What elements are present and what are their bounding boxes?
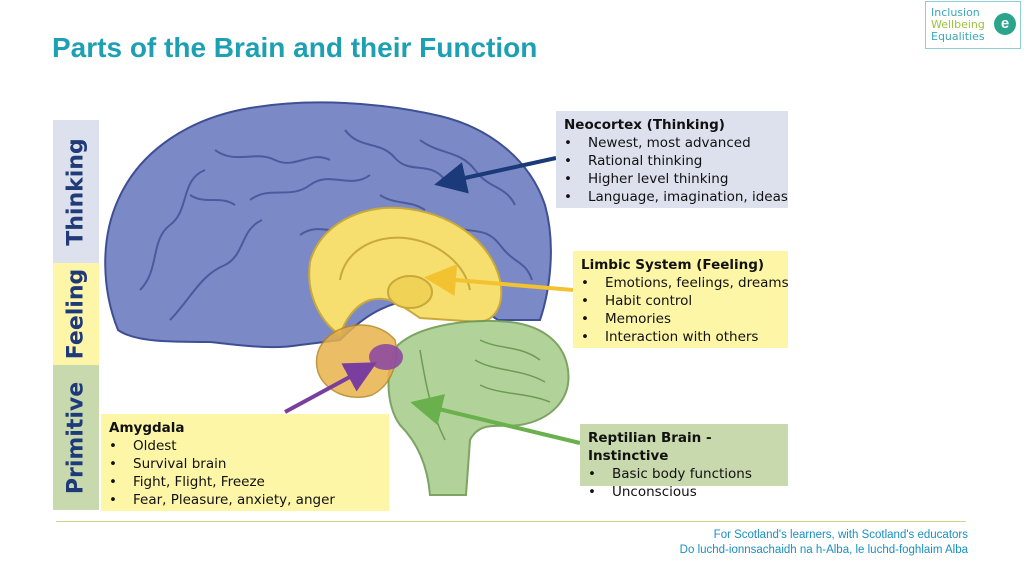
- limbic-title: Limbic System (Feeling): [581, 257, 765, 273]
- cerebellum-folds: [419, 339, 551, 441]
- neocortex-item: Higher level thinking: [564, 170, 780, 188]
- reptilian-info-box: Reptilian Brain - Instinctive Basic body…: [580, 424, 788, 501]
- logo-line-wellbeing: Wellbeing: [931, 18, 985, 31]
- organisation-logo: Inclusion Wellbeing Equalities e: [925, 1, 1021, 49]
- sidebar-segment-primitive: Primitive: [53, 365, 99, 510]
- amygdala-info-box: Amygdala Oldest Survival brain Fight, Fl…: [101, 414, 389, 511]
- sidebar-segment-thinking: Thinking: [53, 120, 99, 263]
- neocortex-pointer-arrow: [434, 156, 557, 194]
- footer-line-gaelic: Do luchd-ionnsachaidh na h-Alba, le luch…: [679, 544, 968, 556]
- amygdala-pointer-arrow: [284, 362, 378, 414]
- amygdala-item: Fight, Flight, Freeze: [109, 473, 381, 491]
- neocortex-item: Language, imagination, ideas: [564, 188, 788, 206]
- amygdala-title: Amygdala: [109, 420, 185, 436]
- logo-mark-icon: e: [994, 13, 1016, 35]
- reptilian-title: Reptilian Brain - Instinctive: [588, 430, 712, 464]
- neocortex-info-box: Neocortex (Thinking) Newest, most advanc…: [556, 111, 788, 208]
- footer-line-english: For Scotland's learners, with Scotland's…: [713, 529, 968, 541]
- reptilian-brain-region: [387, 319, 570, 496]
- limbic-pointer-arrow: [424, 264, 574, 296]
- neocortex-item: Newest, most advanced: [564, 134, 780, 152]
- reptilian-item: Basic body functions: [588, 465, 780, 483]
- amygdala-shape: [369, 344, 403, 370]
- limbic-item: Interaction with others: [581, 328, 780, 346]
- amygdala-item: Fear, Pleasure, anxiety, anger: [109, 491, 381, 509]
- page-title: Parts of the Brain and their Function: [52, 32, 538, 63]
- footer-divider: [56, 521, 966, 522]
- sidebar-segment-feeling: Feeling: [53, 263, 99, 365]
- limbic-inner-curve: [339, 236, 471, 291]
- neocortex-item: Rational thinking: [564, 152, 780, 170]
- reptilian-pointer-arrow: [410, 394, 581, 445]
- limbic-item: Memories: [581, 310, 780, 328]
- amygdala-item: Survival brain: [109, 455, 381, 473]
- logo-line-inclusion: Inclusion: [931, 6, 980, 19]
- limbic-item: Habit control: [581, 292, 780, 310]
- logo-line-equalities: Equalities: [931, 30, 985, 43]
- limbic-item: Emotions, feelings, dreams: [581, 274, 789, 292]
- reptilian-item: Unconscious: [588, 483, 780, 501]
- limbic-info-box: Limbic System (Feeling) Emotions, feelin…: [573, 251, 789, 348]
- neocortex-title: Neocortex (Thinking): [564, 117, 725, 133]
- thalamus-shape: [387, 275, 433, 309]
- amygdala-item: Oldest: [109, 437, 381, 455]
